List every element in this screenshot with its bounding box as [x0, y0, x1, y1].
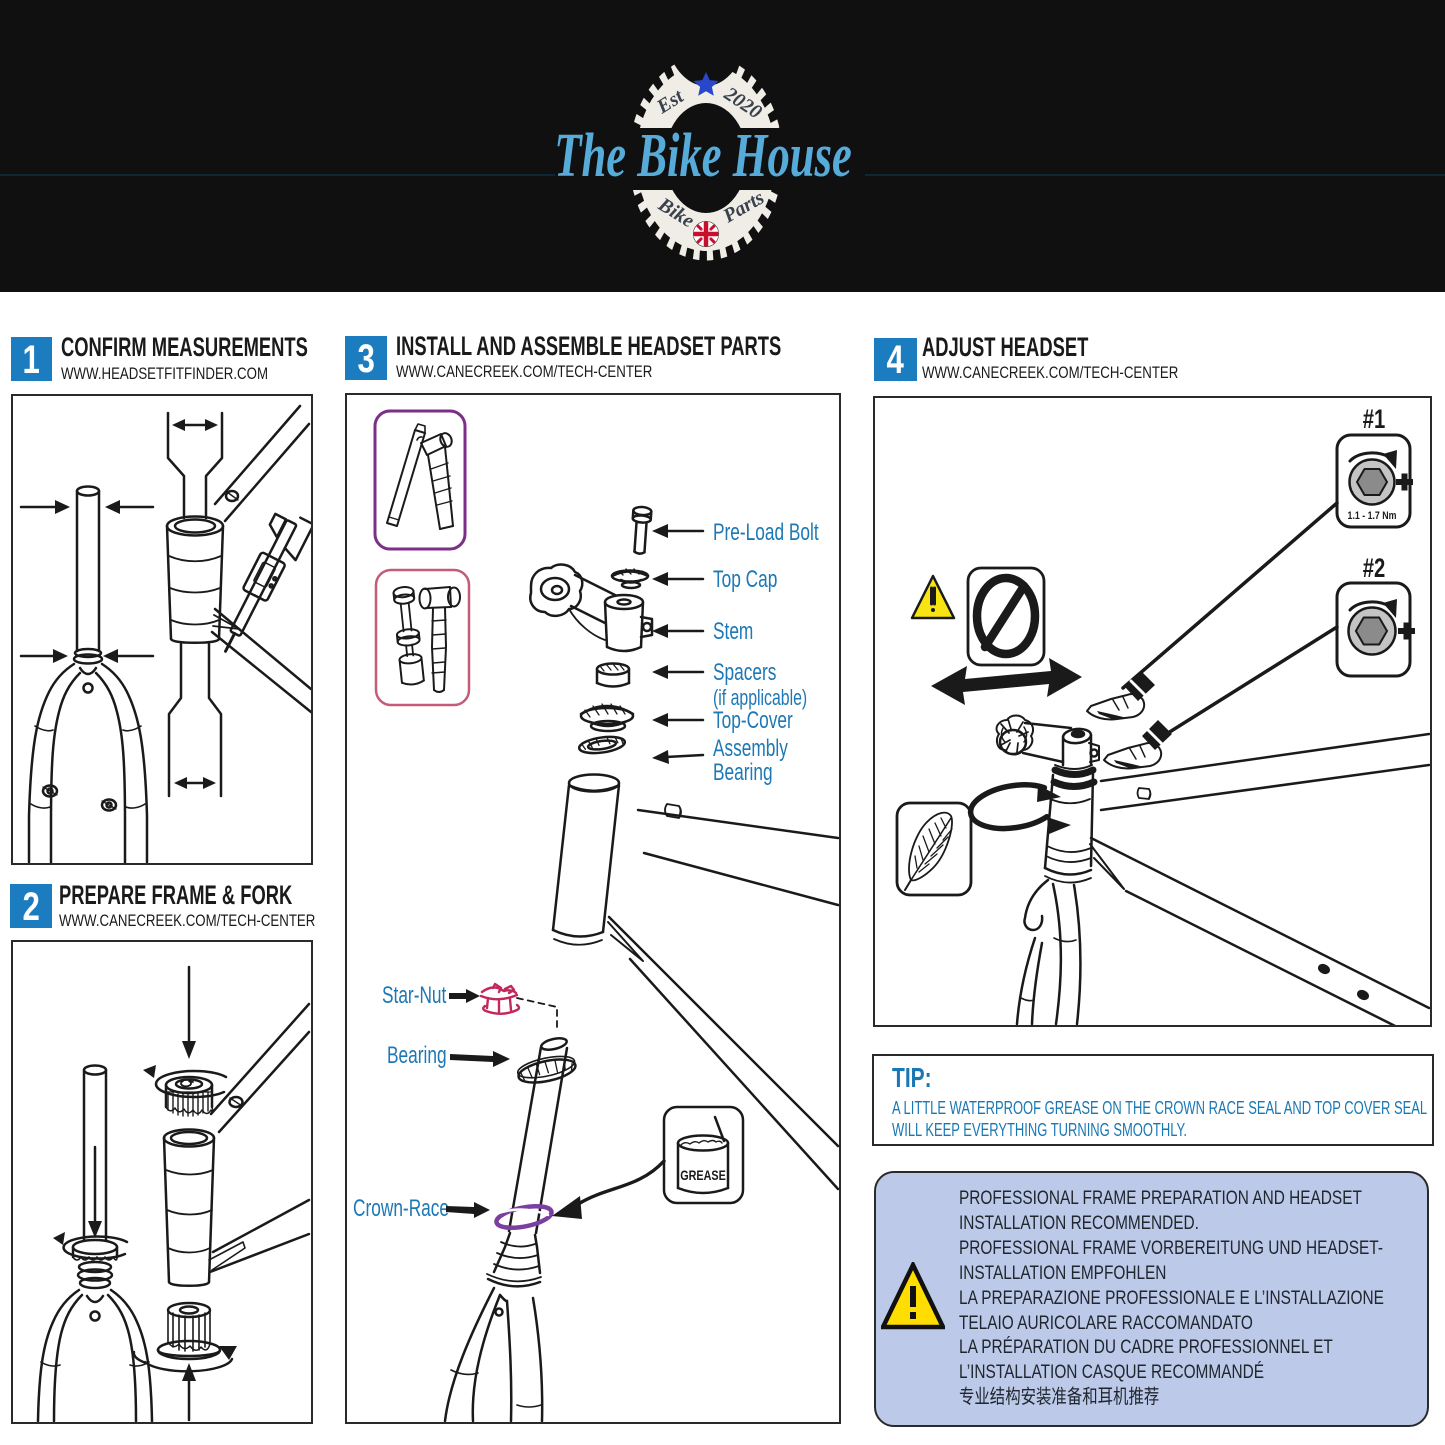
svg-text:#2: #2 — [1363, 553, 1386, 584]
svg-text:1.1 - 1.7 Nm: 1.1 - 1.7 Nm — [1348, 510, 1397, 522]
svg-text:#1: #1 — [1363, 404, 1386, 435]
svg-text:GREASE: GREASE — [680, 1168, 726, 1183]
